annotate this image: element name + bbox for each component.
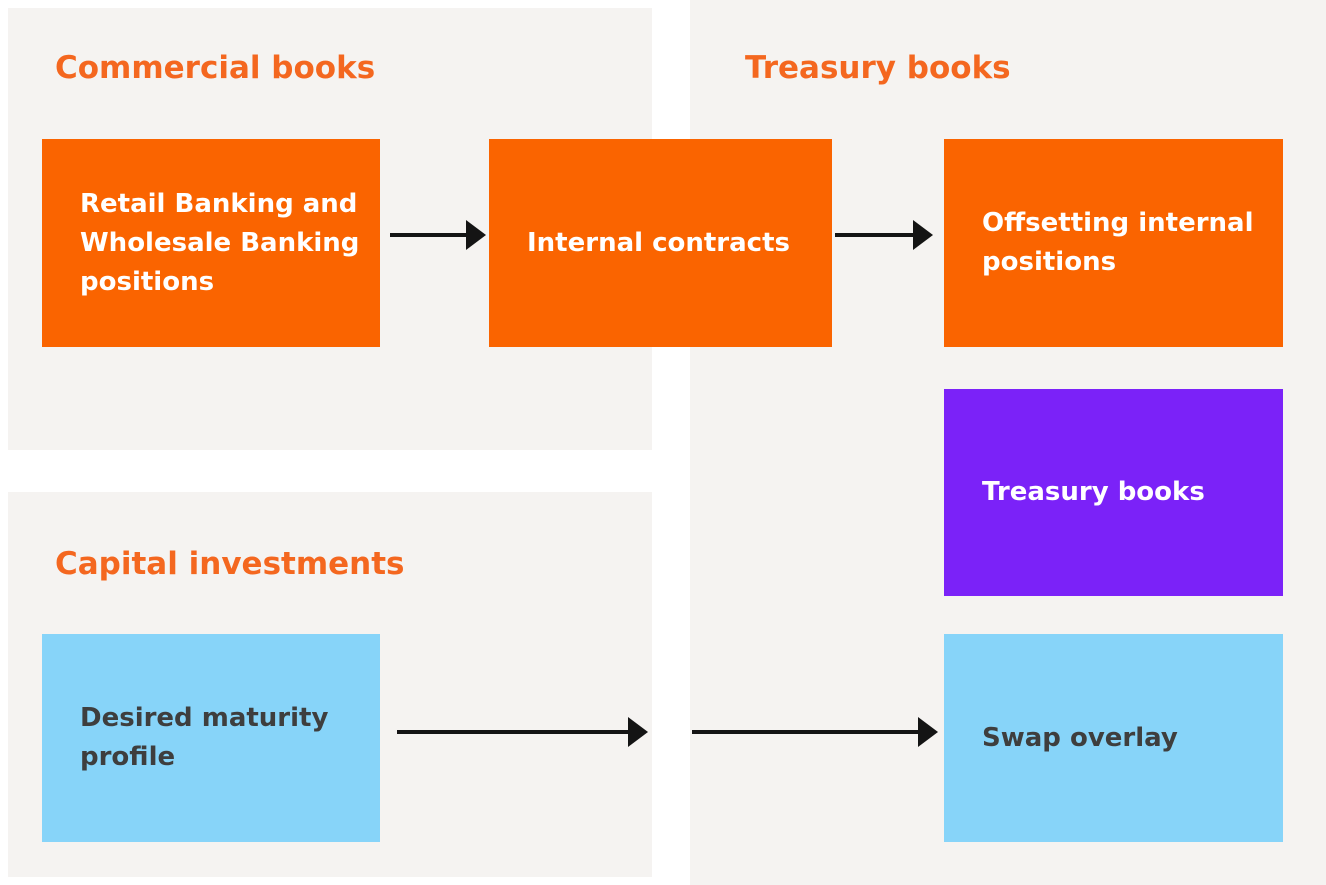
treasury-books-box: Treasury books xyxy=(944,389,1283,596)
swap-overlay-label: Swap overlay xyxy=(982,722,1178,753)
desired-maturity-profile-label: Desired maturity profile xyxy=(80,703,329,772)
treasury-books-label: Treasury books xyxy=(982,477,1205,507)
retail-wholesale-positions-box: Retail Banking and Wholesale Banking pos… xyxy=(42,139,380,347)
desired-maturity-profile-box: Desired maturity profile xyxy=(42,634,380,842)
internal-contracts-label: Internal contracts xyxy=(527,227,790,258)
retail-wholesale-positions-label: Retail Banking and Wholesale Banking pos… xyxy=(80,188,360,297)
offsetting-internal-positions-box: Offsetting internal positions xyxy=(944,139,1283,347)
swap-overlay-box: Swap overlay xyxy=(944,634,1283,842)
internal-contracts-box: Internal contracts xyxy=(489,139,832,347)
offsetting-internal-positions-label: Offsetting internal positions xyxy=(982,208,1254,277)
commercial-books-heading: Commercial books xyxy=(55,50,376,86)
capital-investments-heading: Capital investments xyxy=(55,546,405,582)
treasury-books-heading: Treasury books xyxy=(745,50,1011,86)
